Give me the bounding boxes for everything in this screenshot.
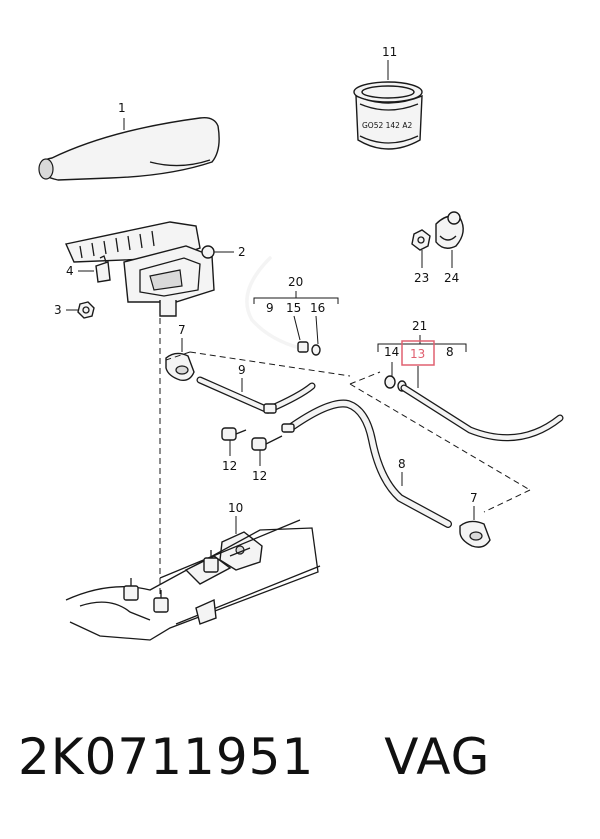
part-9-lower-cable	[196, 376, 316, 414]
callout-20: 20	[288, 275, 303, 289]
part-11-sleeve: GO52 142 A2	[353, 81, 423, 150]
exploded-parts-diagram: GO52 142 A2 11 1 2 4 3 20 9 15 16	[38, 45, 564, 641]
part-13-cable-end	[397, 380, 564, 442]
brand-name: VAG	[384, 728, 491, 786]
callout-7-lower: 7	[470, 491, 478, 505]
callout-7-upper: 7	[178, 323, 186, 337]
part-number: 2K0711951	[18, 728, 315, 786]
callout-15: 15	[286, 301, 301, 315]
floor-pan	[65, 519, 321, 641]
callout-8-lower: 8	[398, 457, 406, 471]
callout-12-left: 12	[222, 459, 237, 473]
callout-2: 2	[238, 245, 246, 259]
callout-9-lower: 9	[238, 363, 246, 377]
part-12-bolt-left	[221, 427, 247, 441]
callout-23: 23	[414, 271, 429, 285]
callout-16: 16	[310, 301, 325, 315]
callout-10: 10	[228, 501, 243, 515]
callout-13: 13	[410, 347, 425, 361]
callout-3: 3	[54, 303, 62, 317]
part-24-clamp	[435, 211, 464, 249]
part-8-main-cable	[281, 399, 452, 528]
callout-14: 14	[384, 345, 399, 359]
part-7-lower-eyelet	[459, 520, 491, 548]
part-11-marking: GO52 142 A2	[362, 121, 412, 130]
part-23-nut	[411, 229, 431, 251]
part-1-handbrake-grip	[38, 116, 220, 181]
callout-4: 4	[66, 264, 74, 278]
part-2-lever-assembly	[65, 221, 215, 317]
part-7-upper-eyelet	[165, 352, 195, 382]
callout-9-upper: 9	[266, 301, 274, 315]
part-3-nut	[77, 301, 95, 319]
callout-21: 21	[412, 319, 427, 333]
part-9-upper-cable	[245, 256, 321, 356]
part-14-ring	[384, 375, 396, 389]
callout-24: 24	[444, 271, 459, 285]
callout-11: 11	[382, 45, 397, 59]
part-12-bolt-right	[251, 435, 283, 451]
callout-1: 1	[118, 101, 126, 115]
part-4-switch	[95, 255, 111, 283]
footer-caption: 2K0711951 VAG	[18, 728, 588, 786]
callout-12-right: 12	[252, 469, 267, 483]
callout-8-upper: 8	[446, 345, 454, 359]
highlight-box-13	[401, 340, 435, 366]
